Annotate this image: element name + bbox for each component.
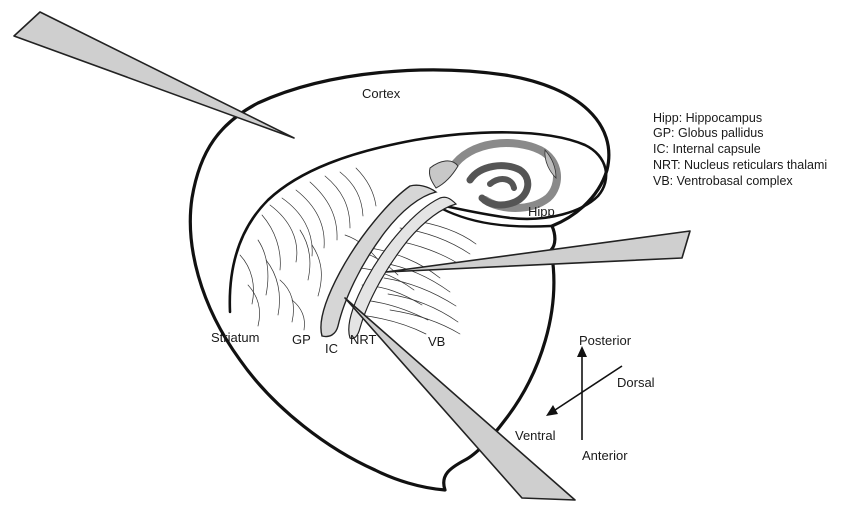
legend: Hipp: Hippocampus GP: Globus pallidus IC… bbox=[653, 111, 827, 188]
label-gp: GP bbox=[292, 332, 311, 347]
label-cortex: Cortex bbox=[362, 86, 401, 101]
electrode-cortex bbox=[14, 12, 294, 138]
electrode-nrt bbox=[345, 298, 575, 500]
label-hipp: Hipp bbox=[528, 204, 555, 219]
compass-arrow-ventral bbox=[546, 405, 558, 416]
label-striatum: Striatum bbox=[211, 330, 259, 345]
compass-label-dorsal: Dorsal bbox=[617, 375, 655, 390]
legend-line: IC: Internal capsule bbox=[653, 142, 761, 156]
legend-line: Hipp: Hippocampus bbox=[653, 111, 762, 125]
legend-line: GP: Globus pallidus bbox=[653, 126, 763, 140]
compass-label-anterior: Anterior bbox=[582, 448, 628, 463]
legend-line: NRT: Nucleus reticulars thalami bbox=[653, 158, 827, 172]
brain-slice-outline bbox=[190, 70, 609, 490]
compass-label-posterior: Posterior bbox=[579, 333, 632, 348]
label-nrt: NRT bbox=[350, 332, 377, 347]
orientation-compass: Posterior Dorsal Ventral Anterior bbox=[515, 333, 655, 463]
label-vb: VB bbox=[428, 334, 445, 349]
legend-line: VB: Ventrobasal complex bbox=[653, 174, 793, 188]
compass-label-ventral: Ventral bbox=[515, 428, 556, 443]
label-ic: IC bbox=[325, 341, 338, 356]
compass-diagonal-axis bbox=[552, 366, 622, 412]
electrode-thalamus bbox=[386, 231, 690, 272]
